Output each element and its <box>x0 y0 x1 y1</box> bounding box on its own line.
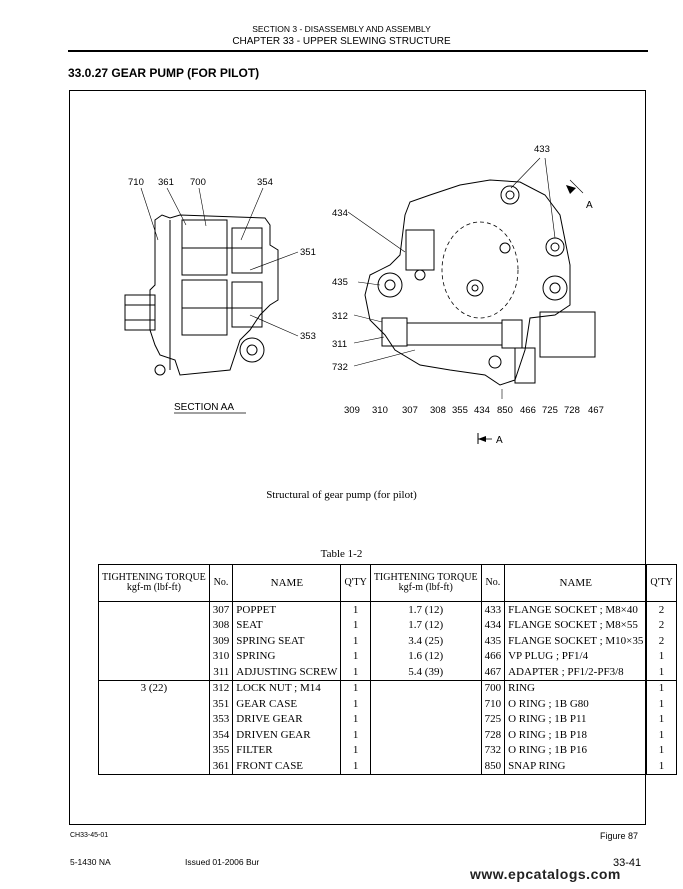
name-header: NAME <box>504 564 648 602</box>
svg-text:312: 312 <box>332 311 348 322</box>
chapter-code: CH33-45-01 <box>70 832 109 839</box>
issue-date: Issued 01-2006 Bur <box>185 857 260 867</box>
figure-number: Figure 87 <box>600 831 639 841</box>
qty-header: Q'TY <box>646 564 677 602</box>
svg-text:354: 354 <box>257 177 273 188</box>
watermark: www.epcatalogs.com <box>470 866 621 882</box>
name-header: NAME <box>232 564 342 602</box>
svg-text:435: 435 <box>332 277 348 288</box>
svg-text:309: 309 <box>344 405 360 416</box>
section-header: SECTION 3 - DISASSEMBLY AND ASSEMBLY <box>252 24 431 34</box>
svg-text:732: 732 <box>332 362 348 373</box>
svg-text:433: 433 <box>534 144 550 155</box>
svg-text:434: 434 <box>332 208 348 219</box>
page-title: 33.0.27 GEAR PUMP (FOR PILOT) <box>68 66 260 80</box>
qty-header: Q'TY <box>340 564 371 602</box>
page-number: 33-41 <box>613 857 642 869</box>
svg-text:728: 728 <box>564 405 580 416</box>
no-header: No. <box>208 564 234 602</box>
header-rule <box>68 50 648 52</box>
chapter-header: CHAPTER 33 - UPPER SLEWING STRUCTURE <box>232 36 451 47</box>
svg-text:466: 466 <box>520 405 536 416</box>
svg-text:308: 308 <box>430 405 446 416</box>
svg-text:700: 700 <box>190 177 206 188</box>
svg-text:710: 710 <box>128 177 144 188</box>
svg-text:725: 725 <box>542 405 558 416</box>
table-caption: Table 1-2 <box>320 548 363 560</box>
svg-text:850: 850 <box>497 405 513 416</box>
svg-text:434: 434 <box>474 405 490 416</box>
svg-text:467: 467 <box>588 405 604 416</box>
figure-frame <box>69 90 646 825</box>
gear-pump-drawing: 710 361 700 354 351 353 SECTION AA <box>124 144 604 446</box>
document-number: 5-1430 NA <box>70 857 111 867</box>
svg-text:307: 307 <box>402 405 418 416</box>
section-aa-label: SECTION AA <box>174 402 234 413</box>
svg-text:310: 310 <box>372 405 388 416</box>
svg-text:311: 311 <box>332 339 347 350</box>
svg-text:A: A <box>586 200 593 211</box>
svg-text:351: 351 <box>300 247 316 258</box>
svg-text:355: 355 <box>452 405 468 416</box>
svg-text:361: 361 <box>158 177 174 188</box>
svg-text:353: 353 <box>300 331 316 342</box>
figure-caption: Structural of gear pump (for pilot) <box>266 489 417 501</box>
svg-text:A: A <box>496 435 503 446</box>
no-header: No. <box>480 564 506 602</box>
